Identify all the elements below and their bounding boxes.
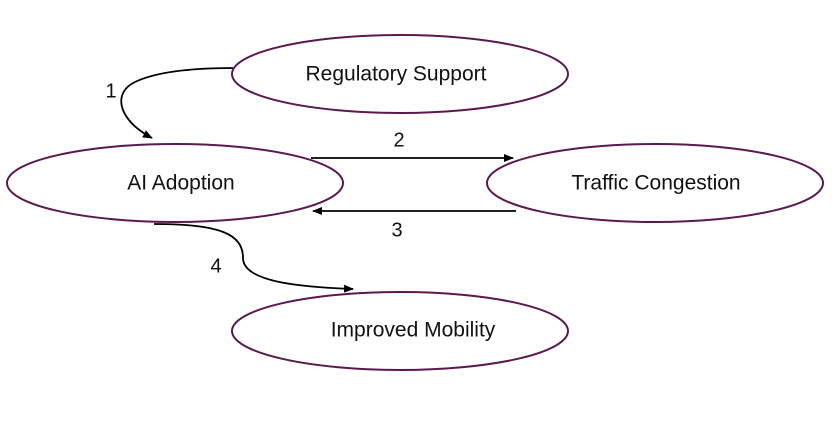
node-improved-mobility-label: Improved Mobility <box>331 319 496 342</box>
node-traffic-congestion-ellipse <box>486 143 824 223</box>
node-traffic-congestion-label: Traffic Congestion <box>571 172 740 195</box>
edge-4-label: 4 <box>210 255 221 277</box>
edge-1-line <box>120 67 234 139</box>
edge-4: 4 <box>153 223 354 293</box>
node-regulatory-support-label: Regulatory Support <box>306 63 487 86</box>
node-improved-mobility: Improved Mobility <box>231 291 569 371</box>
edge-2-label: 2 <box>393 129 404 151</box>
edge-4-line <box>153 223 354 293</box>
node-ai-adoption-label: AI Adoption <box>127 172 234 195</box>
node-regulatory-support-ellipse <box>231 34 569 114</box>
node-ai-adoption-ellipse <box>6 143 344 223</box>
node-regulatory-support: Regulatory Support <box>231 34 569 114</box>
node-ai-adoption: AI Adoption <box>6 143 344 223</box>
node-improved-mobility-ellipse <box>231 291 569 371</box>
edge-3: 3 <box>312 207 516 241</box>
edge-2: 2 <box>311 129 514 162</box>
node-traffic-congestion: Traffic Congestion <box>486 143 824 223</box>
edge-1-label: 1 <box>105 80 116 102</box>
edge-3-label: 3 <box>391 219 402 241</box>
edge-1: 1 <box>105 67 234 139</box>
